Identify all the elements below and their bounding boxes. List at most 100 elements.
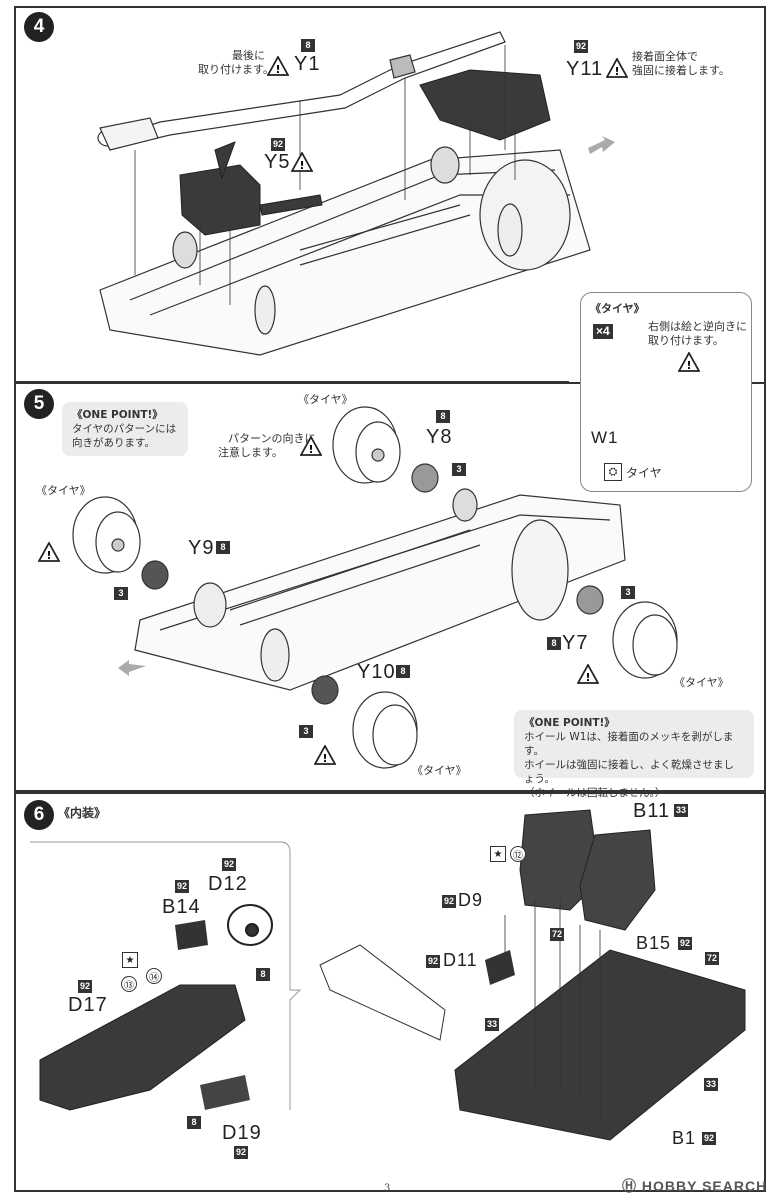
d12-steering-drawing — [227, 904, 273, 946]
page-number: 3 — [384, 1183, 391, 1194]
y5-badge: 92 — [271, 138, 286, 151]
onepoint-wheel: 《ONE POINT!》 ホイール W1は、接着面のメッキを剥がします。 ホイー… — [514, 710, 754, 799]
d11-badge: 92 — [426, 955, 441, 968]
svg-text:!: ! — [322, 752, 327, 765]
step6-bracket — [30, 841, 302, 1110]
tire-label-bottom: 《タイヤ》 — [412, 764, 467, 777]
onepoint-line1: タイヤのパターンには — [72, 423, 177, 435]
y10-sub-badge: 3 — [299, 725, 313, 738]
onepoint-title: 《ONE POINT!》 — [72, 409, 163, 421]
y1-label: Y1 — [294, 53, 321, 75]
step-number-5: 5 — [24, 389, 54, 419]
b33-badge-left: 33 — [485, 1018, 500, 1031]
b15-label: B15 — [636, 933, 672, 953]
y1-note-line1: 最後に — [232, 49, 265, 62]
y11-note-line2: 強固に接着します。 — [632, 64, 730, 77]
tirebox-note-line1: 右側は絵と逆向きに — [648, 320, 747, 333]
d9-badge: 92 — [442, 895, 457, 908]
b14-drawing — [175, 920, 208, 950]
warning-icon: ! — [605, 57, 629, 78]
y11-badge: 92 — [574, 40, 589, 53]
y8-label: Y8 — [426, 426, 453, 448]
y5-part-drawing — [179, 141, 323, 236]
y5-label: Y5 — [264, 151, 291, 173]
warning-icon: ! — [677, 351, 701, 372]
b14-badge: 92 — [175, 880, 190, 893]
d19-badge: 92 — [234, 1146, 249, 1159]
onepoint-line2: 向きがあります。 — [72, 437, 155, 449]
warning-icon: ! — [576, 663, 600, 684]
d19-drawing — [200, 1075, 250, 1110]
step4-panel — [14, 6, 766, 384]
svg-text:!: ! — [585, 671, 590, 684]
svg-text:!: ! — [299, 159, 304, 172]
tirebox-tire-label: タイヤ — [626, 466, 662, 480]
onepoint-title: 《ONE POINT!》 — [524, 717, 615, 729]
warning-icon: ! — [290, 151, 314, 172]
svg-text:!: ! — [275, 63, 280, 76]
step4-divider — [14, 381, 569, 383]
y7-label: Y7 — [562, 632, 589, 654]
star-icon: ★ — [122, 952, 138, 968]
svg-text:!: ! — [614, 65, 619, 78]
b1-badge: 92 — [702, 1132, 717, 1145]
y1-note-line2: 取り付けます。 — [198, 63, 274, 76]
direction-arrow-step4 — [588, 136, 615, 154]
d11-label: D11 — [443, 950, 478, 970]
step4-chassis-drawing — [99, 146, 591, 356]
d17-label: D17 — [68, 994, 108, 1016]
warning-icon: ! — [266, 55, 290, 76]
y8-badge: 8 — [436, 410, 450, 423]
star-icon: ★ — [490, 846, 506, 862]
d19-label: D19 — [222, 1122, 262, 1144]
b72-badge: 72 — [705, 952, 720, 965]
d17-badge: 92 — [78, 980, 93, 993]
y8-sub-badge: 3 — [452, 463, 466, 476]
d17-dashboard-drawing — [39, 984, 246, 1111]
d9-label: D9 — [458, 890, 484, 910]
callout-14: ⑭ — [146, 968, 162, 984]
b11-label: B11 — [633, 800, 671, 822]
b33-badge-right: 33 — [704, 1078, 719, 1091]
tire-icon: ⛭ — [604, 463, 622, 481]
b11-badge: 33 — [674, 804, 689, 817]
step-number-4: 4 — [24, 12, 54, 42]
tirebox-note-line2: 取り付けます。 — [648, 334, 724, 347]
tire-label-top: 《タイヤ》 — [298, 393, 353, 406]
d12-sub-badge: 8 — [256, 968, 270, 981]
y11-part-drawing — [419, 69, 551, 141]
b11-seats-drawing — [519, 809, 656, 931]
y9-sub-badge: 3 — [114, 587, 128, 600]
svg-text:!: ! — [46, 549, 51, 562]
onepoint-line1: ホイール W1は、接着面のメッキを剥がします。 — [524, 731, 734, 757]
y10-label: Y10 — [357, 661, 396, 683]
step5-tires-drawing — [72, 406, 678, 769]
watermark-text: HOBBY SEARCH — [641, 1178, 768, 1194]
y11-label: Y11 — [566, 58, 604, 80]
step5-chassis-drawing — [134, 488, 626, 691]
b1-label: B1 — [672, 1128, 697, 1148]
y10-badge: 8 — [396, 665, 410, 678]
svg-text:!: ! — [308, 443, 313, 456]
tire-label-left: 《タイヤ》 — [36, 484, 91, 497]
d12-badge: 92 — [222, 858, 237, 871]
y9-label: Y9 — [188, 537, 215, 559]
warning-icon: ! — [313, 744, 337, 765]
y7-sub-badge: 3 — [621, 586, 635, 599]
tire-label-right: 《タイヤ》 — [674, 676, 729, 689]
warning-icon: ! — [37, 541, 61, 562]
svg-text:!: ! — [686, 359, 691, 372]
y7-badge: 8 — [547, 637, 561, 650]
d12-label: D12 — [208, 873, 248, 895]
y9-badge: 8 — [216, 541, 230, 554]
b11-sub-badge: 72 — [550, 928, 565, 941]
onepoint-line3: （ホイールは回転しません。） — [524, 787, 666, 799]
onepoint-line2: ホイールは強固に接着し、よく乾燥させましょう。 — [524, 759, 734, 785]
watermark: Ⓗ HOBBY SEARCH — [622, 1176, 767, 1196]
step6-panel — [14, 792, 766, 1192]
callout-13: ⑬ — [121, 976, 137, 992]
warning-icon: ! — [299, 435, 323, 456]
watermark-logo-icon: Ⓗ — [622, 1178, 642, 1194]
direction-arrow-step5 — [118, 660, 146, 676]
y1-badge: 8 — [301, 39, 315, 52]
